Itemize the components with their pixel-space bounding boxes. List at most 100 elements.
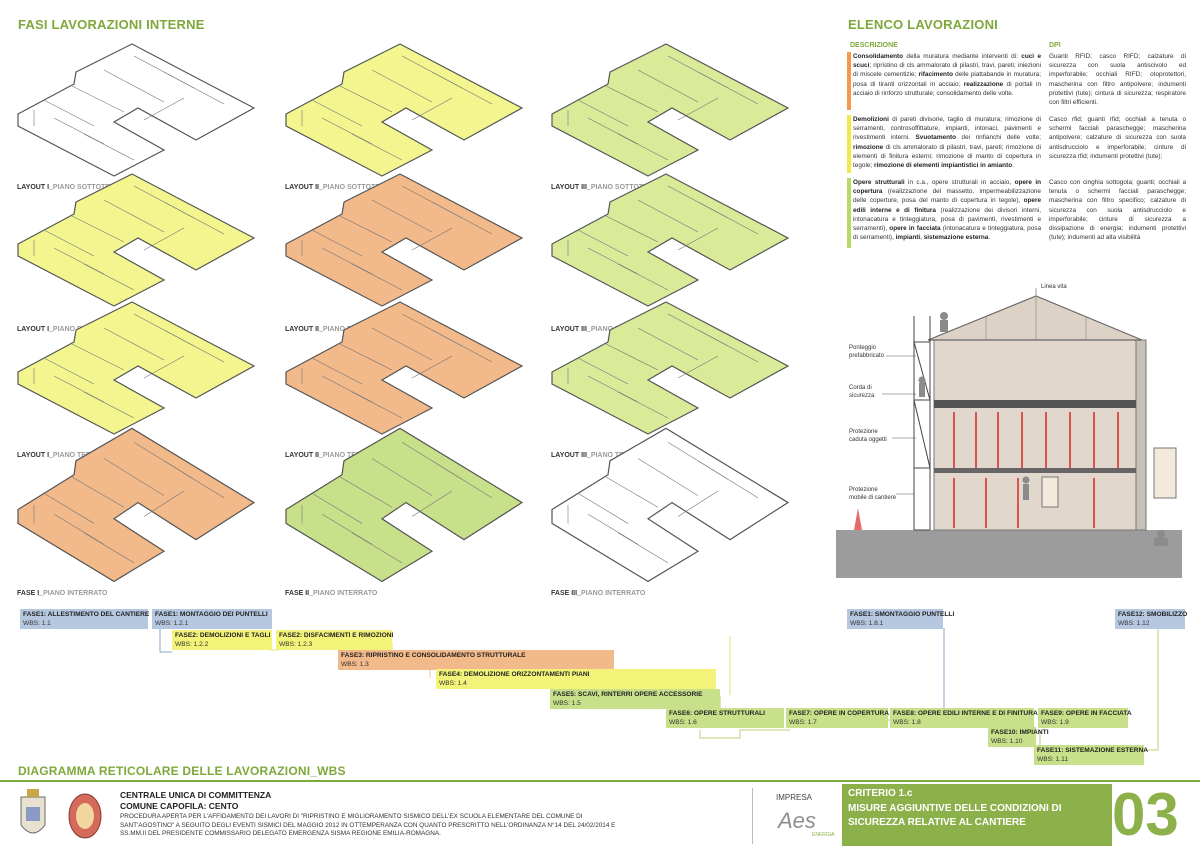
wbs-node-code: WBS: 1.8.1 bbox=[850, 620, 884, 627]
plan-label-prefix: LAYOUT III_ bbox=[551, 184, 591, 191]
plan-label-2: LAYOUT II_PIANO SOTTOTETTO bbox=[285, 184, 394, 191]
work-dpi: Guanti RFID; casco RIFD; calzature di si… bbox=[1049, 53, 1186, 107]
plan-outline bbox=[551, 301, 790, 435]
plan-partitions bbox=[301, 313, 493, 419]
plan-label-suffix: PIANO SOTTOTETTO bbox=[322, 184, 394, 191]
wbs-node-code: WBS: 1.2.2 bbox=[175, 641, 209, 648]
wbs-node: FASE10: IMPIANTI WBS: 1.10 bbox=[988, 727, 1049, 747]
right-section-title: ELENCO LAVORAZIONI bbox=[848, 17, 998, 32]
building-section-drawing bbox=[836, 288, 1182, 578]
plan-outline bbox=[285, 301, 524, 435]
wbs-node: FASE7: OPERE IN COPERTURA WBS: 1.7 bbox=[786, 708, 890, 728]
floor-plan-1 bbox=[17, 43, 256, 177]
left-section-title: FASI LAVORAZIONI INTERNE bbox=[18, 17, 205, 32]
plan-label-11: FASE II_PIANO INTERRATO bbox=[285, 590, 377, 597]
plan-outline bbox=[285, 43, 524, 177]
footer-line2: COMUNE CAPOFILA: CENTO bbox=[120, 801, 239, 811]
wbs-node-code: WBS: 1.6 bbox=[669, 719, 697, 726]
floor-plan-3 bbox=[551, 43, 790, 177]
wbs-node: FASE1: MONTAGGIO DEI PUNTELLI WBS: 1.2.1 bbox=[152, 609, 272, 629]
work-color-bar bbox=[847, 52, 851, 110]
coat-of-arms-icon bbox=[20, 789, 46, 834]
wbs-node-title: FASE11: SISTEMAZIONE ESTERNA bbox=[1037, 747, 1149, 754]
plan-outline bbox=[551, 427, 790, 583]
page-number: 03 bbox=[1112, 781, 1179, 848]
plan-label-10: FASE I_PIANO INTERRATO bbox=[17, 590, 107, 597]
building-body bbox=[933, 339, 1137, 531]
wbs-node-title: FASE5: SCAVI, RINTERRI OPERE ACCESSORIE bbox=[553, 691, 703, 698]
plan-outline bbox=[285, 173, 524, 307]
wbs-node-title: FASE10: IMPIANTI bbox=[991, 729, 1049, 736]
plan-label-1: LAYOUT I_PIANO SOTTOTETTO bbox=[17, 184, 124, 191]
plan-partitions bbox=[301, 185, 493, 291]
criterio-title: CRITERIO 1.c bbox=[848, 788, 913, 799]
wbs-node-title: FASE6: OPERE STRUTTURALI bbox=[669, 710, 765, 717]
floor-plan-5 bbox=[285, 173, 524, 307]
plan-partitions bbox=[301, 55, 493, 161]
label-protezione-caduta: Protezione caduta oggetti bbox=[849, 429, 887, 443]
plan-partitions bbox=[567, 185, 759, 291]
plan-partitions bbox=[33, 55, 225, 161]
company-logo: Aes bbox=[778, 808, 816, 834]
wbs-node-title: FASE1: SMONTAGGIO PUNTELLI bbox=[850, 611, 955, 618]
work-description: Opere strutturali in c.a., opere struttu… bbox=[853, 179, 1042, 242]
floor-plan-12 bbox=[551, 427, 790, 583]
wbs-node-code: WBS: 1.4 bbox=[439, 680, 467, 687]
ground-fill bbox=[836, 530, 1182, 578]
plan-outline bbox=[551, 43, 790, 177]
wbs-node: FASE11: SISTEMAZIONE ESTERNA WBS: 1.11 bbox=[1034, 745, 1149, 765]
wbs-node-title: FASE1: MONTAGGIO DEI PUNTELLI bbox=[155, 611, 268, 618]
plan-label-9: LAYOUT III_PIANO TERRA bbox=[551, 452, 639, 459]
floor-plan-9 bbox=[551, 301, 790, 435]
wbs-node: FASE6: OPERE STRUTTURALI WBS: 1.6 bbox=[666, 708, 784, 728]
plan-label-suffix: PIANO TERRA bbox=[52, 452, 102, 459]
plan-label-prefix: LAYOUT III_ bbox=[551, 452, 591, 459]
wbs-node-title: FASE12: SMOBILIZZO bbox=[1118, 611, 1188, 618]
work-color-bar bbox=[847, 115, 851, 173]
plan-label-prefix: LAYOUT III_ bbox=[551, 326, 591, 333]
floor-plan-2 bbox=[285, 43, 524, 177]
plan-outline bbox=[285, 427, 524, 583]
plan-partitions bbox=[301, 441, 493, 564]
plan-outline bbox=[17, 43, 256, 177]
plan-outline bbox=[17, 301, 256, 435]
company-logo-sub: ENERGIA bbox=[812, 832, 835, 838]
wbs-node-title: FASE2: DISFACIMENTI E RIMOZIONI bbox=[279, 632, 394, 639]
work-color-bar bbox=[847, 178, 851, 248]
plan-label-suffix: PIANO TERRA bbox=[590, 452, 640, 459]
wbs-node-code: WBS: 1.11 bbox=[1037, 756, 1069, 763]
wbs-node-code: WBS: 1.2.3 bbox=[279, 641, 313, 648]
work-description: Demolizioni di pareti divisorie, taglio … bbox=[853, 116, 1041, 170]
footer-procedure-text: PROCEDURA APERTA PER L'AFFIDAMENTO DEI L… bbox=[120, 813, 616, 838]
wbs-node-code: WBS: 1.7 bbox=[789, 719, 817, 726]
floor-plan-6 bbox=[551, 173, 790, 307]
plan-outline bbox=[551, 173, 790, 307]
label-protezione-mobile: Protezione mobile di cantiere bbox=[849, 487, 897, 501]
impresa-label: IMPRESA bbox=[776, 793, 813, 802]
company-logo-text: Aes bbox=[778, 808, 816, 833]
wbs-node-title: FASE4: DEMOLIZIONE ORIZZONTAMENTI PIANI bbox=[439, 671, 590, 678]
wbs-node-title: FASE7: OPERE IN COPERTURA bbox=[789, 710, 890, 717]
cone-icon bbox=[854, 508, 862, 530]
wbs-node: FASE4: DEMOLIZIONE ORIZZONTAMENTI PIANI W… bbox=[436, 669, 716, 689]
plan-outline bbox=[17, 173, 256, 307]
wbs-node-title: FASE3: RIPRISTINO E CONSOLIDAMENTO STRUT… bbox=[341, 652, 526, 659]
plan-label-8: LAYOUT II_PIANO TERRA bbox=[285, 452, 371, 459]
wbs-node-title: FASE8: OPERE EDILI INTERNE E DI FINITURA bbox=[893, 710, 1038, 717]
plan-label-prefix: LAYOUT II_ bbox=[285, 452, 323, 459]
wbs-node-code: WBS: 1.10 bbox=[991, 738, 1023, 745]
wbs-node-code: WBS: 1.2.1 bbox=[155, 620, 189, 627]
roof bbox=[927, 295, 1143, 341]
col-head-descrizione: DESCRIZIONE bbox=[850, 42, 898, 49]
floor-slab-2 bbox=[934, 468, 1136, 473]
wbs-node-code: WBS: 1.5 bbox=[553, 700, 581, 707]
label-ponteggio: Ponteggio prefabbricato bbox=[849, 345, 885, 359]
wbs-title: DIAGRAMMA RETICOLARE DELLE LAVORAZIONI_W… bbox=[18, 764, 346, 778]
plan-label-suffix: PIANO SOTTOTETTO bbox=[590, 184, 662, 191]
scaffold bbox=[913, 316, 931, 531]
wbs-node: FASE8: OPERE EDILI INTERNE E DI FINITURA… bbox=[890, 708, 1038, 728]
floor-plan-8 bbox=[285, 301, 524, 435]
